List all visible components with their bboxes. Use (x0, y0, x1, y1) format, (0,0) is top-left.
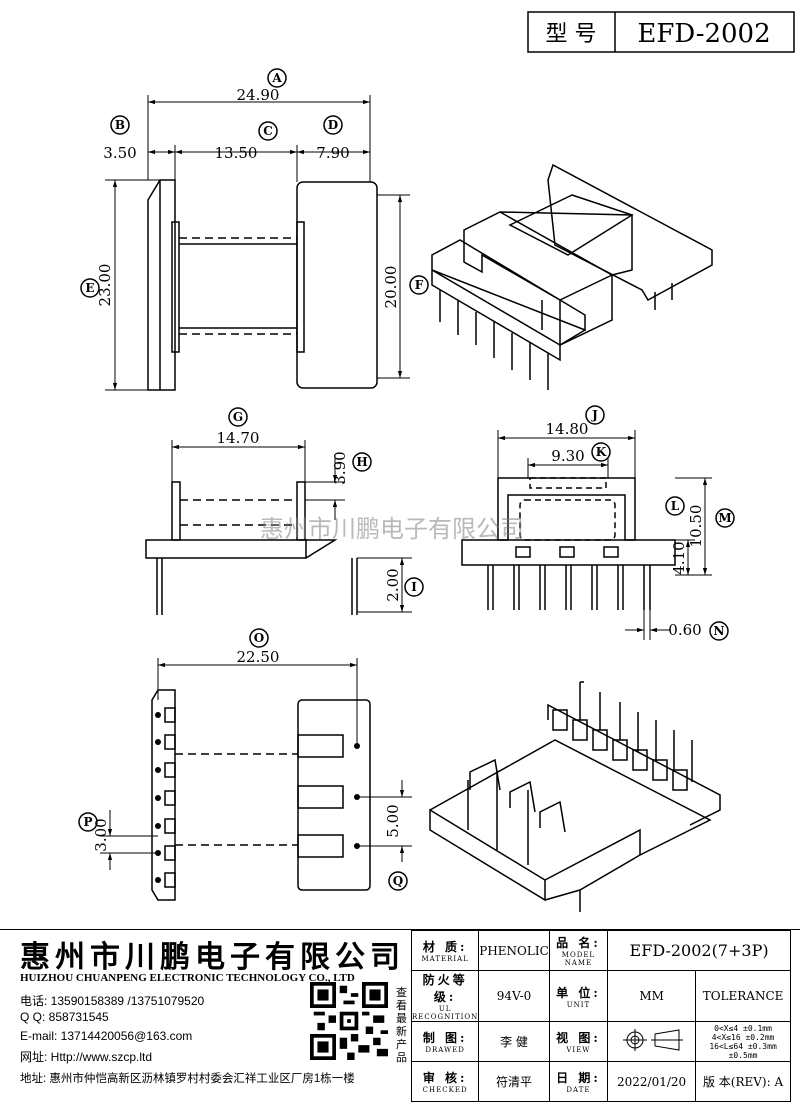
drawn-label: 制 图:DRAWED (410, 1021, 480, 1062)
dim-K-value: 9.30 (551, 447, 584, 465)
tolerance-label: TOLERANCE (695, 970, 791, 1022)
marker-K: K (591, 442, 611, 462)
company-info: 惠州市川鹏电子有限公司 HUIZHOU CHUANPENG ELECTRONIC… (10, 930, 408, 1109)
marker-L: L (665, 496, 685, 516)
dim-A-value: 24.90 (237, 86, 280, 104)
marker-H: H (352, 452, 372, 472)
qr-caption: 查看最新产品 (396, 986, 407, 1064)
isometric-view-top (431, 163, 713, 390)
tolerance-table: 0<X≤4 ±0.1mm 4<X≤16 ±0.2mm 16<L≤64 ±0.3m… (695, 1021, 791, 1062)
part-value: EFD-2002(7+3P) (607, 930, 791, 971)
side-view (145, 440, 412, 615)
material-label: 材 质:MATERIAL (410, 930, 480, 971)
date-value: 2022/01/20 (607, 1061, 697, 1102)
svg-text:A: A (271, 71, 282, 85)
title-block: 材 质:MATERIAL PHENOLIC 品 名:MODEL NAME EFD… (410, 930, 791, 1102)
qq-text: Q Q: 858731545 (20, 1010, 109, 1024)
svg-text:M: M (718, 511, 731, 525)
marker-M: M (715, 508, 735, 528)
svg-text:Q: Q (393, 874, 403, 888)
marker-C: C (258, 121, 278, 141)
marker-E: E (80, 278, 100, 298)
model-header: 型 号 EFD-2002 (527, 11, 795, 53)
part-label: 品 名:MODEL NAME (548, 930, 609, 971)
front-view (105, 95, 410, 391)
isometric-view-bottom (429, 681, 721, 912)
svg-text:C: C (263, 124, 273, 138)
svg-text:O: O (254, 631, 264, 645)
view-label: 视 图:VIEW (548, 1021, 609, 1062)
svg-text:B: B (115, 118, 125, 132)
marker-J: J (585, 405, 605, 425)
svg-text:I: I (411, 580, 417, 594)
dim-B-value: 3.50 (103, 144, 136, 162)
watermark-text: 惠州市川鹏电子有限公司 (260, 515, 524, 543)
svg-text:P: P (83, 815, 92, 829)
dim-P-value: 3.00 (92, 818, 110, 851)
marker-B: B (110, 115, 130, 135)
marker-P: P (78, 812, 98, 832)
phone-text: 电话: 13590158389 /13751079520 (20, 994, 205, 1008)
checked-label: 审 核:CHECKED (410, 1061, 480, 1102)
dim-H-value: 3.90 (331, 451, 349, 484)
svg-text:L: L (671, 499, 680, 513)
checked-value: 符清平 (478, 1061, 550, 1102)
svg-text:F: F (415, 278, 424, 292)
dim-G-value: 14.70 (217, 429, 260, 447)
marker-N: N (709, 621, 729, 641)
dim-O-value: 22.50 (237, 648, 280, 666)
dim-J-value: 14.80 (546, 420, 589, 438)
qr-code-icon[interactable] (310, 982, 388, 1060)
dim-I-value: 2.00 (384, 568, 402, 601)
svg-text:K: K (596, 445, 607, 459)
svg-text:H: H (356, 455, 367, 469)
projection-symbol-icon (607, 1021, 697, 1062)
end-view (461, 430, 712, 640)
company-cn-name: 惠州市川鹏电子有限公司 (20, 940, 405, 975)
svg-text:E: E (85, 281, 94, 295)
footer: 惠州市川鹏电子有限公司 HUIZHOU CHUANPENG ELECTRONIC… (0, 930, 800, 1109)
unit-value: MM (607, 970, 697, 1022)
model-value: EFD-2002 (637, 19, 770, 49)
email-text: E-mail: 13714420056@163.com (20, 1029, 193, 1043)
technical-drawing: 型 号 EFD-2002 (0, 11, 800, 930)
dim-E-value: 23.00 (96, 264, 114, 307)
revision-value: 版 本(REV): A (695, 1061, 791, 1102)
svg-text:G: G (233, 410, 243, 424)
svg-text:D: D (328, 118, 338, 132)
flame-label: 防火等级:UL RECOGNITION (410, 970, 480, 1022)
dim-D-value: 7.90 (316, 144, 349, 162)
marker-D: D (323, 115, 343, 135)
unit-label: 单 位:UNIT (548, 970, 609, 1022)
web-text[interactable]: 网址: Http://www.szcp.ltd (20, 1050, 153, 1064)
dim-N-value: 0.60 (668, 621, 701, 639)
drawn-value: 李 健 (478, 1021, 550, 1062)
flame-value: 94V-0 (478, 970, 550, 1022)
marker-Q: Q (388, 871, 408, 891)
dim-F-value: 20.00 (382, 266, 400, 309)
marker-G: G (228, 407, 248, 427)
dim-Q-value: 5.00 (384, 804, 402, 837)
svg-text:J: J (591, 408, 598, 422)
svg-text:N: N (714, 624, 725, 638)
dim-M-value: 10.50 (687, 505, 705, 548)
dim-C-value: 13.50 (215, 144, 258, 162)
dim-L-value: 4.10 (670, 541, 688, 574)
date-label: 日 期:DATE (548, 1061, 609, 1102)
marker-O: O (249, 628, 269, 648)
address-text: 地址: 惠州市仲恺高新区沥林镇罗村村委会汇祥工业区厂房1栋一楼 (20, 1073, 355, 1085)
company-en-name: HUIZHOU CHUANPENG ELECTRONIC TECHNOLOGY … (20, 972, 355, 984)
material-value: PHENOLIC (478, 930, 550, 971)
marker-A: A (267, 68, 287, 88)
marker-I: I (404, 577, 424, 597)
model-label: 型 号 (546, 22, 597, 47)
marker-F: F (409, 275, 429, 295)
bottom-view (100, 658, 412, 901)
